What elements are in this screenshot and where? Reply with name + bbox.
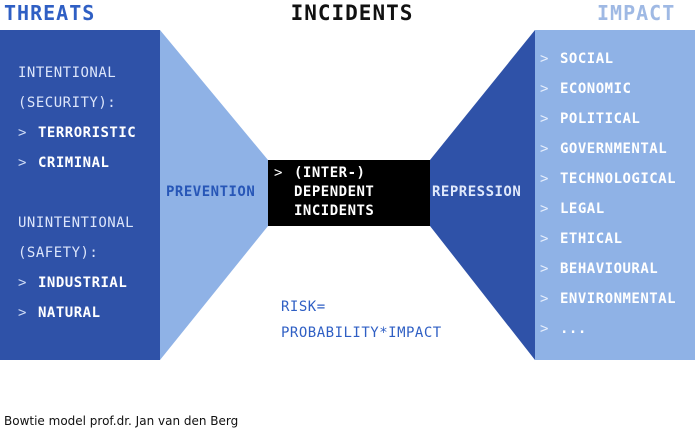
risk-line: PROBABILITY*IMPACT [281,325,442,341]
impact-item: >... [540,314,676,344]
impact-item: >LEGAL [540,194,676,224]
bullet-icon: > [540,141,549,157]
spacer [18,178,136,208]
bullet-icon: > [540,231,549,247]
bullet-icon: > [274,165,283,181]
incident-line: (INTER-) [294,165,366,181]
risk-line: RISK= [281,299,326,315]
bullet-icon: > [540,261,549,277]
bullet-icon: > [540,321,549,337]
threats-list: INTENTIONAL (SECURITY): >TERRORISTIC >CR… [18,58,136,328]
threats-panel [0,30,160,360]
threat-item: >NATURAL [18,298,136,328]
bowtie-diagram [0,30,695,360]
bullet-icon: > [18,155,27,171]
incident-line: DEPENDENT [294,184,375,200]
intentional-label: INTENTIONAL [18,65,117,81]
risk-formula: RISK= PROBABILITY*IMPACT [281,294,442,346]
bullet-icon: > [540,171,549,187]
prevention-label: PREVENTION [166,184,256,200]
impact-item: >SOCIAL [540,44,676,74]
threat-item: >CRIMINAL [18,148,136,178]
bullet-icon: > [540,81,549,97]
impact-item: >ENVIRONMENTAL [540,284,676,314]
impact-item: >BEHAVIOURAL [540,254,676,284]
impact-header: IMPACT [597,1,676,25]
bullet-icon: > [540,291,549,307]
threats-header: THREATS [4,1,96,25]
incident-line: INCIDENTS [294,203,375,219]
repression-label: REPRESSION [432,184,522,200]
unintentional-label: UNINTENTIONAL [18,215,135,231]
threat-item: >INDUSTRIAL [18,268,136,298]
figure-caption: Bowtie model prof.dr. Jan van den Berg [4,414,239,428]
bullet-icon: > [540,201,549,217]
impact-item: >TECHNOLOGICAL [540,164,676,194]
impact-item: >GOVERNMENTAL [540,134,676,164]
incident-box: > (INTER-) DEPENDENT INCIDENTS [268,160,430,226]
prevention-funnel [160,30,268,360]
bullet-icon: > [18,275,27,291]
bullet-icon: > [540,51,549,67]
bullet-icon: > [18,125,27,141]
impact-list: >SOCIAL >ECONOMIC >POLITICAL >GOVERNMENT… [540,44,676,344]
security-label: (SECURITY): [18,95,117,111]
incidents-header: INCIDENTS [290,1,414,25]
threat-item: >TERRORISTIC [18,118,136,148]
impact-item: >ETHICAL [540,224,676,254]
safety-label: (SAFETY): [18,245,99,261]
impact-panel [535,30,695,360]
bullet-icon: > [540,111,549,127]
repression-funnel [430,30,535,360]
bullet-icon: > [18,305,27,321]
impact-item: >ECONOMIC [540,74,676,104]
impact-item: >POLITICAL [540,104,676,134]
